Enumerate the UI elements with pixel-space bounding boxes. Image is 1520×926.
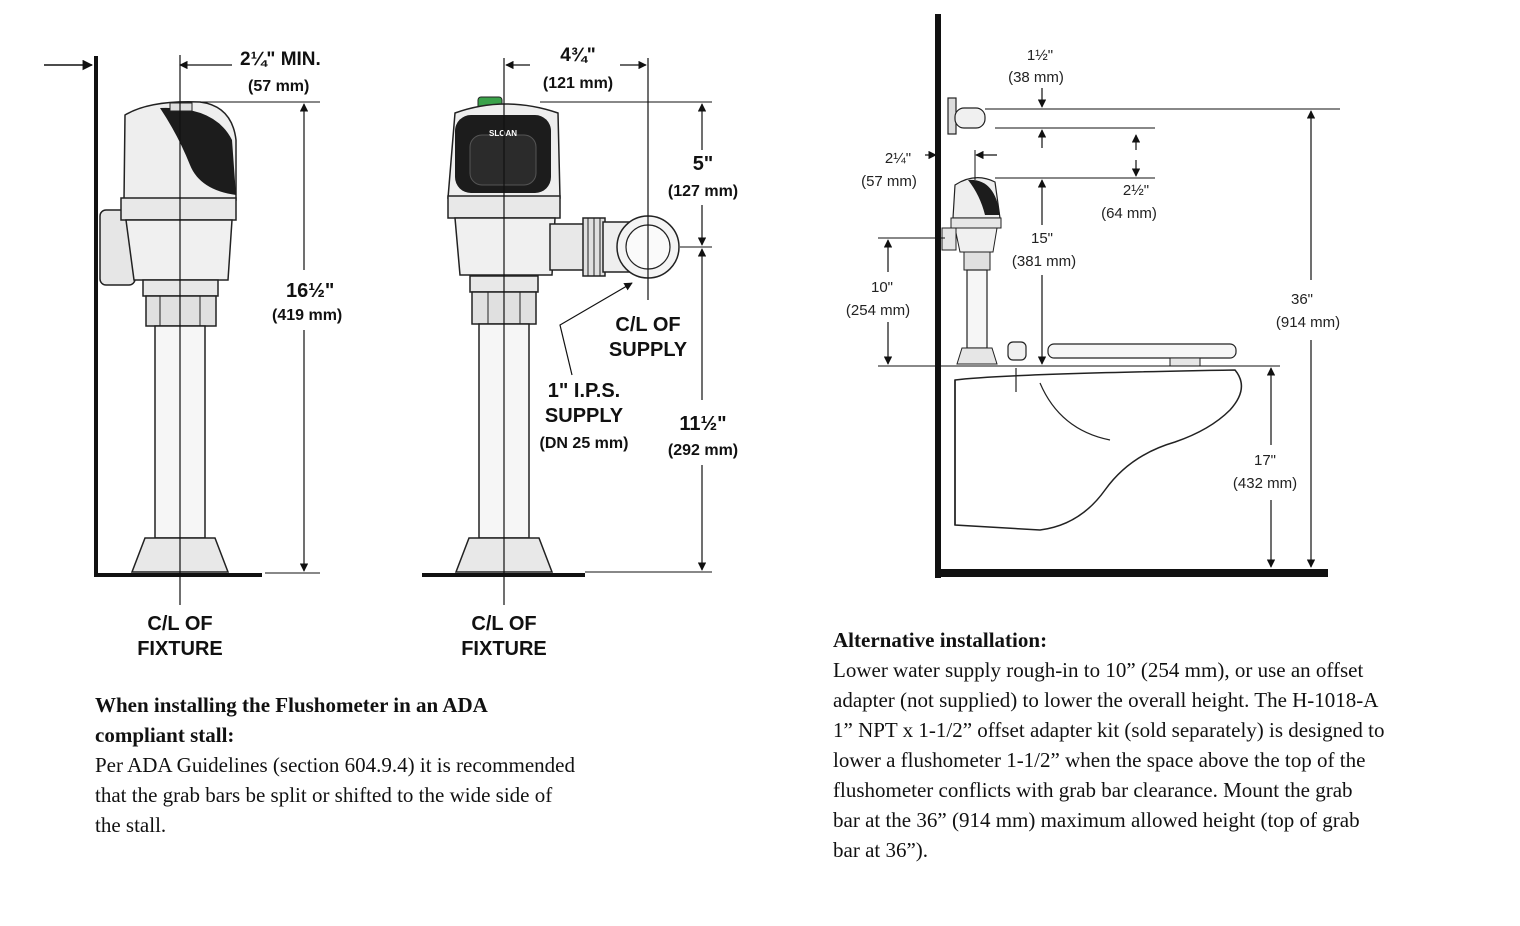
d5-label: 10" (871, 279, 893, 296)
ips-supply-label-2: SUPPLY (545, 405, 624, 427)
top-to-supply-label: 5" (693, 153, 714, 175)
cl-fixture-label-2: FIXTURE (137, 638, 223, 660)
alt-note-line-6: bar at the 36” (914 mm) maximum allowed … (833, 808, 1360, 832)
ips-supply-label-1: 1" I.P.S. (548, 380, 621, 402)
grab-bar (954, 107, 986, 129)
ada-note-heading-2: compliant stall: (95, 723, 235, 747)
alt-note-line-4: lower a flushometer 1-1/2” when the spac… (833, 748, 1366, 772)
sensor-window (160, 107, 236, 195)
d4-label: 15" (1031, 230, 1053, 247)
supply-height-label: 11½" (679, 413, 726, 435)
supply-height-mm-label: (292 mm) (668, 442, 738, 459)
min-width-mm-label: (57 mm) (248, 78, 309, 95)
d5-mm-label: (254 mm) (846, 302, 910, 319)
cl-supply-label-1: C/L OF (615, 314, 680, 336)
alt-note-line-1: Lower water supply rough-in to 10” (254 … (833, 658, 1364, 682)
height-label: 16½" (286, 280, 334, 302)
flush-tube (966, 269, 988, 349)
d2-mm-label: (57 mm) (861, 173, 917, 190)
alt-note-line-5: flushometer conflicts with grab bar clea… (833, 778, 1353, 802)
d3-label: 2½" (1123, 182, 1149, 199)
d6-label: 36" (1291, 291, 1313, 308)
d2-label: 2¼" (885, 150, 911, 167)
d1-mm-label: (38 mm) (1008, 69, 1064, 86)
toilet-bowl (954, 369, 1243, 531)
ada-installation-diagram: 1½" (38 mm) 2¼" (57 mm) 2½" (64 mm) 15" … (846, 14, 1340, 578)
side-view-diagram: 2¼" MIN. (57 mm) 16½" (419 mm) C/L OF FI… (44, 49, 342, 660)
d7-mm-label: (432 mm) (1233, 475, 1297, 492)
d7-label: 17" (1254, 452, 1276, 469)
cl-fixture-label-1: C/L OF (147, 613, 212, 635)
ada-note-body-2: that the grab bars be split or shifted t… (95, 783, 553, 807)
d6-mm-label: (914 mm) (1276, 314, 1340, 331)
ada-note: When installing the Flushometer in an AD… (95, 690, 695, 840)
d1-label: 1½" (1027, 47, 1053, 64)
width-label: 4¾" (560, 45, 595, 66)
alternative-installation-note: Alternative installation: Lower water su… (833, 625, 1503, 865)
width-mm-label: (121 mm) (543, 75, 613, 92)
top-to-supply-mm-label: (127 mm) (668, 183, 738, 200)
cl-fixture-label-1: C/L OF (471, 613, 536, 635)
sensor-window (968, 179, 1000, 215)
min-width-label: 2¼" MIN. (240, 49, 321, 70)
d4-mm-label: (381 mm) (1012, 253, 1076, 270)
alt-note-line-7: bar at 36”). (833, 838, 929, 862)
ips-supply-label-3: (DN 25 mm) (540, 435, 629, 452)
front-view-diagram: SLOAN 4¾" (121 mm) 5" ( (422, 45, 738, 660)
ada-note-body-1: Per ADA Guidelines (section 604.9.4) it … (95, 753, 575, 777)
cl-supply-label-2: SUPPLY (609, 339, 688, 361)
alt-note-line-2: adapter (not supplied) to lower the over… (833, 688, 1379, 712)
alt-note-line-3: 1” NPT x 1-1/2” offset adapter kit (sold… (833, 718, 1385, 742)
alt-note-heading: Alternative installation: (833, 628, 1048, 652)
vacuum-breaker (145, 295, 217, 327)
cl-fixture-label-2: FIXTURE (461, 638, 547, 660)
toilet-seat (1047, 343, 1237, 359)
ada-note-body-3: the stall. (95, 813, 167, 837)
d3-mm-label: (64 mm) (1101, 205, 1157, 222)
ada-note-heading-1: When installing the Flushometer in an AD… (95, 693, 488, 717)
height-mm-label: (419 mm) (272, 307, 342, 324)
brand-label: SLOAN (489, 129, 517, 138)
